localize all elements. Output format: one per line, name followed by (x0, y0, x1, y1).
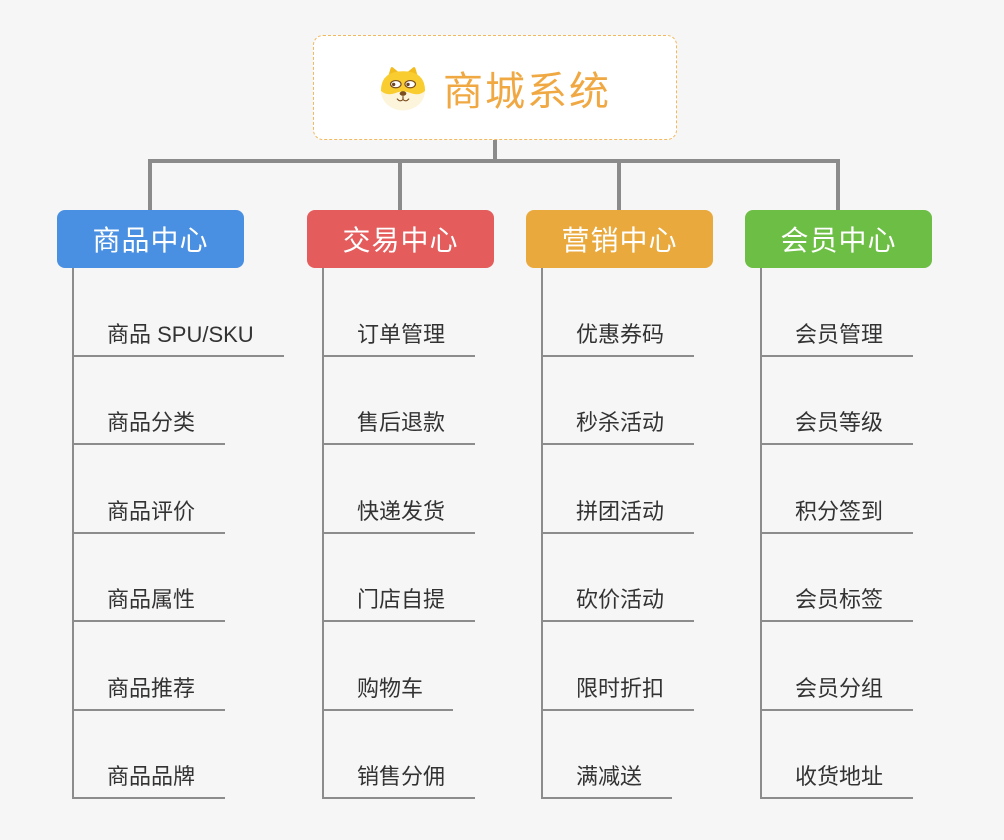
dog-face-icon (379, 65, 427, 111)
branch-node-member-center[interactable]: 会员中心 (745, 210, 932, 268)
leaf-node[interactable]: 会员分组 (762, 622, 914, 711)
leaf-node[interactable]: 销售分佣 (324, 711, 476, 799)
leaf-node[interactable]: 会员标签 (762, 534, 914, 622)
root-node[interactable]: 商城系统 (313, 35, 677, 140)
leaf-node[interactable]: 秒杀活动 (543, 357, 695, 445)
leaf-node[interactable]: 积分签到 (762, 445, 914, 534)
connector-drop-4 (836, 159, 840, 210)
branch-node-marketing-center[interactable]: 营销中心 (526, 210, 713, 268)
root-title: 商城系统 (443, 69, 611, 114)
leaf-node[interactable]: 商品评价 (74, 445, 226, 534)
leaf-node[interactable]: 拼团活动 (543, 445, 695, 534)
leaf-node[interactable]: 收货地址 (762, 711, 914, 799)
connector-bus (148, 159, 840, 163)
branch-children-trade: 订单管理 售后退款 快递发货 门店自提 购物车 销售分佣 (322, 268, 476, 799)
leaf-node[interactable]: 商品属性 (74, 534, 226, 622)
leaf-node[interactable]: 会员等级 (762, 357, 914, 445)
branch-node-trade-center[interactable]: 交易中心 (307, 210, 494, 268)
leaf-node[interactable]: 优惠券码 (543, 268, 695, 357)
connector-root-stub (493, 140, 497, 161)
leaf-node[interactable]: 商品品牌 (74, 711, 226, 799)
branch-children-member: 会员管理 会员等级 积分签到 会员标签 会员分组 收货地址 (760, 268, 914, 799)
leaf-node[interactable]: 订单管理 (324, 268, 476, 357)
leaf-node[interactable]: 门店自提 (324, 534, 476, 622)
leaf-node[interactable]: 限时折扣 (543, 622, 695, 711)
leaf-node[interactable]: 快递发货 (324, 445, 476, 534)
leaf-node[interactable]: 商品推荐 (74, 622, 226, 711)
leaf-node[interactable]: 会员管理 (762, 268, 914, 357)
leaf-node[interactable]: 商品 SPU/SKU (74, 268, 284, 357)
connector-drop-3 (617, 159, 621, 210)
connector-drop-2 (398, 159, 402, 210)
leaf-node[interactable]: 砍价活动 (543, 534, 695, 622)
branch-children-marketing: 优惠券码 秒杀活动 拼团活动 砍价活动 限时折扣 满减送 (541, 268, 695, 799)
branch-node-product-center[interactable]: 商品中心 (57, 210, 244, 268)
branch-children-product: 商品 SPU/SKU 商品分类 商品评价 商品属性 商品推荐 商品品牌 (72, 268, 284, 799)
leaf-node[interactable]: 售后退款 (324, 357, 476, 445)
leaf-node[interactable]: 购物车 (324, 622, 454, 711)
connector-drop-1 (148, 159, 152, 210)
leaf-node[interactable]: 商品分类 (74, 357, 226, 445)
leaf-node[interactable]: 满减送 (543, 711, 673, 799)
